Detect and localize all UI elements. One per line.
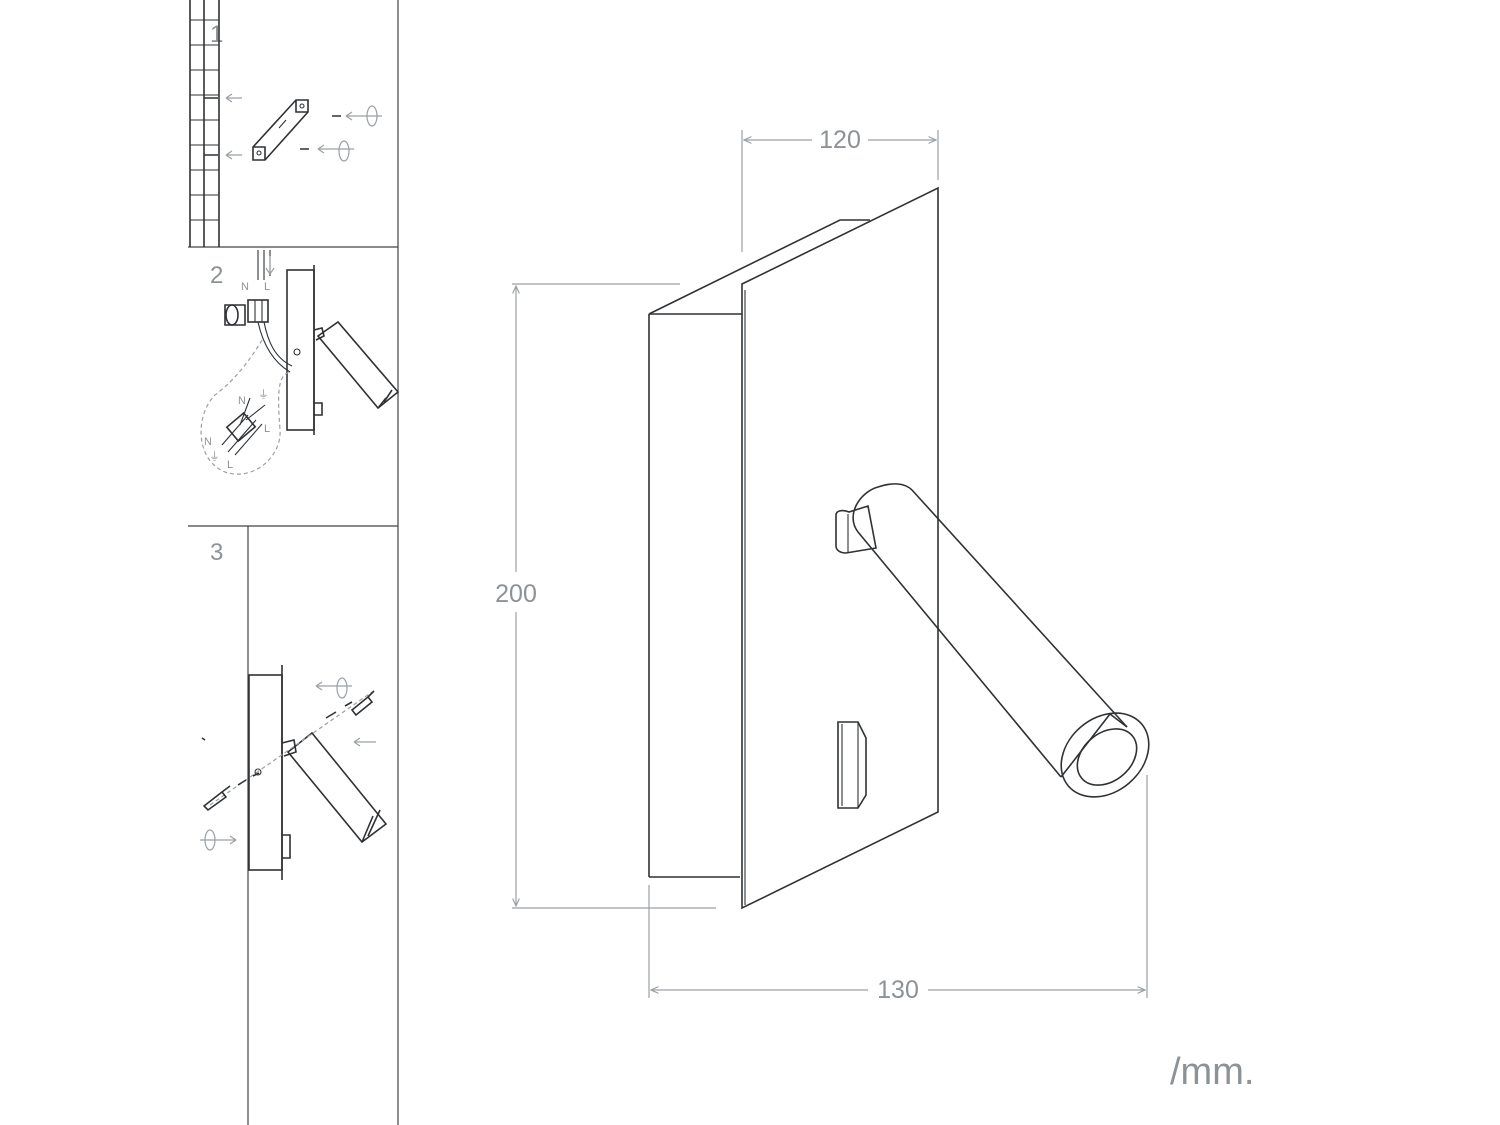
front-plate xyxy=(741,186,939,910)
detail-l-right: L xyxy=(264,423,270,435)
step-2-wiring: 2 N L N ⏚ xyxy=(200,250,400,475)
detail-n-left: N xyxy=(204,436,212,448)
step-3-number: 3 xyxy=(210,539,223,566)
instruction-panels xyxy=(188,0,399,1125)
wall-lamp-main-drawing: 120 200 130 /mm. xyxy=(495,126,1254,1093)
step-2-number: 2 xyxy=(210,262,223,289)
step-1-mount-bracket: 1 xyxy=(189,0,382,247)
dimension-height-value: 200 xyxy=(495,580,537,608)
dimension-depth: 130 xyxy=(648,775,1148,1004)
detail-ground-left: ⏚ xyxy=(209,450,220,463)
mounting-bracket xyxy=(252,99,309,161)
terminal-block xyxy=(224,299,269,326)
step-3-attach-fixture: 3 xyxy=(200,526,388,1125)
detail-l-bottom: L xyxy=(227,459,233,471)
wiring-detail-bubble: N ⏚ L N ⏚ L xyxy=(200,339,291,475)
wire-n-label: N xyxy=(241,281,249,293)
dimension-width-value: 120 xyxy=(819,126,861,154)
back-plate xyxy=(648,219,870,878)
dimension-width: 120 xyxy=(741,126,939,252)
spotlight-tube xyxy=(852,483,1150,798)
spotlight-arm-mount xyxy=(835,504,877,554)
wire-l-label: L xyxy=(264,281,270,293)
step-1-number: 1 xyxy=(210,21,223,48)
dimension-height: 200 xyxy=(495,283,716,909)
dimension-depth-value: 130 xyxy=(877,976,919,1004)
rocker-switch xyxy=(837,721,867,809)
detail-ground-top: ⏚ xyxy=(258,388,269,401)
unit-label: /mm. xyxy=(1170,1051,1254,1093)
detail-n-label: N xyxy=(238,395,246,407)
fixture-side-view xyxy=(286,265,400,435)
brick-wall xyxy=(189,0,220,247)
